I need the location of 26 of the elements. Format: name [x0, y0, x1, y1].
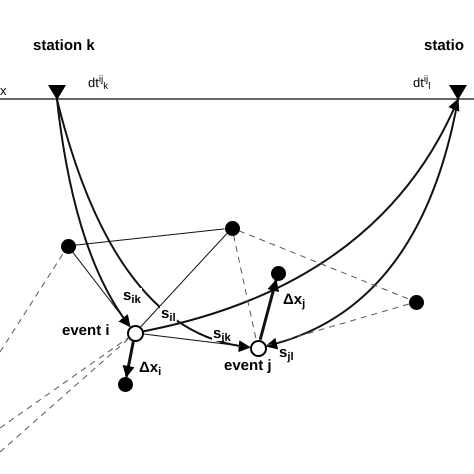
dashed-line: [0, 338, 130, 452]
dashed-line: [233, 234, 257, 340]
arrow: [258, 279, 280, 340]
arrow: [122, 341, 135, 378]
dashed-line: [0, 337, 129, 428]
line: [72, 251, 130, 327]
station-label: statio: [424, 38, 464, 53]
arrow: [143, 98, 459, 332]
edge-label: Δx$_{i}$: [138, 360, 162, 375]
arrow: [56, 99, 131, 328]
dashed-line: [0, 252, 64, 352]
arrow: [265, 99, 459, 349]
line: [74, 228, 226, 246]
arrow: [56, 99, 251, 352]
station-triangle: [48, 84, 66, 100]
event-label: event j: [224, 358, 272, 373]
dashed-line: [266, 304, 410, 346]
dashed-line: [238, 230, 410, 300]
edge-label: s$_{ik}$: [122, 288, 142, 303]
station-label: station k: [33, 38, 95, 53]
line: [140, 233, 228, 328]
edge-label: s$_{il}$: [160, 306, 177, 321]
edge-label: Δx$_{j}$: [282, 292, 306, 307]
station-triangle: [449, 84, 467, 100]
event-label: event i: [62, 323, 110, 338]
line: [142, 334, 250, 348]
